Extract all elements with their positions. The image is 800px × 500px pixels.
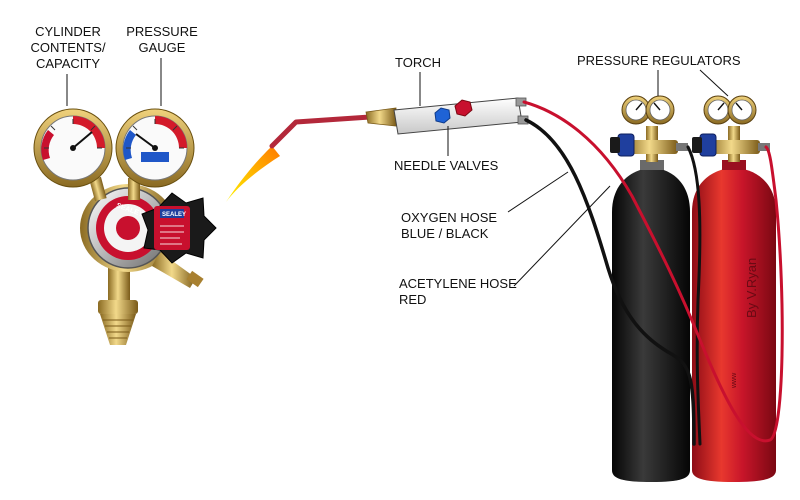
label-acetylene-hose: ACETYLENE HOSE RED <box>399 276 517 308</box>
knob-badge-text: SEALEY <box>162 212 186 218</box>
label-pressure-gauge: PRESSURE GAUGE <box>118 24 206 56</box>
label-torch: TORCH <box>395 55 441 70</box>
label-acetylene-hose-line2: RED <box>399 292 427 307</box>
acetylene-pressure-regulator <box>692 95 770 162</box>
label-acetylene-hose-line1: ACETYLENE HOSE <box>399 276 517 291</box>
outlet-nozzle <box>152 252 204 288</box>
cylinder-contents-gauge <box>33 108 113 188</box>
pressure-gauge <box>115 108 195 188</box>
label-needle-valves: NEEDLE VALVES <box>394 158 499 173</box>
torch-flame <box>226 146 280 202</box>
label-oxygen-hose: OXYGEN HOSE BLUE / BLACK <box>401 210 497 242</box>
acetylene-cylinder: By V.Ryan www <box>692 160 776 482</box>
oxygen-needle-valve <box>434 107 451 124</box>
cylinder-credit-text: By V.Ryan <box>744 258 759 318</box>
acetylene-needle-valve <box>454 99 473 117</box>
oxygen-cylinder <box>612 160 690 482</box>
label-cylinder-contents-line3: CAPACITY <box>35 56 101 71</box>
pointer-line-oxygen-hose <box>507 171 569 213</box>
label-pressure-regulators: PRESSURE REGULATORS <box>577 53 741 68</box>
torch-connector <box>365 107 397 127</box>
acetylene-hose <box>522 100 784 443</box>
brass-inlet-fitting <box>98 268 138 345</box>
oxygen-hose <box>524 118 696 446</box>
torch <box>226 72 529 202</box>
pointer-line-acetylene-hose <box>513 185 611 287</box>
label-pressure-gauge-line1: PRESSURE <box>126 24 198 39</box>
oxygen-hose-to-regulator <box>686 145 702 446</box>
label-cylinder-contents-line1: CYLINDER <box>35 24 101 39</box>
pointer-line-regulators-2 <box>699 69 729 97</box>
regulator-detail: SEALEY SEALEY <box>33 58 217 345</box>
label-oxygen-hose-line1: OXYGEN HOSE <box>401 210 498 225</box>
oxygen-pressure-regulator <box>610 95 688 162</box>
regulator-adjust-knob: SEALEY <box>141 192 217 264</box>
label-oxygen-hose-line2: BLUE / BLACK <box>401 226 489 241</box>
label-pressure-gauge-line2: GAUGE <box>138 40 186 55</box>
cylinder-small-text: www <box>731 372 738 389</box>
torch-neck <box>269 114 373 149</box>
label-cylinder-contents: CYLINDER CONTENTS/ CAPACITY <box>20 24 116 72</box>
label-cylinder-contents-line2: CONTENTS/ <box>30 40 106 55</box>
